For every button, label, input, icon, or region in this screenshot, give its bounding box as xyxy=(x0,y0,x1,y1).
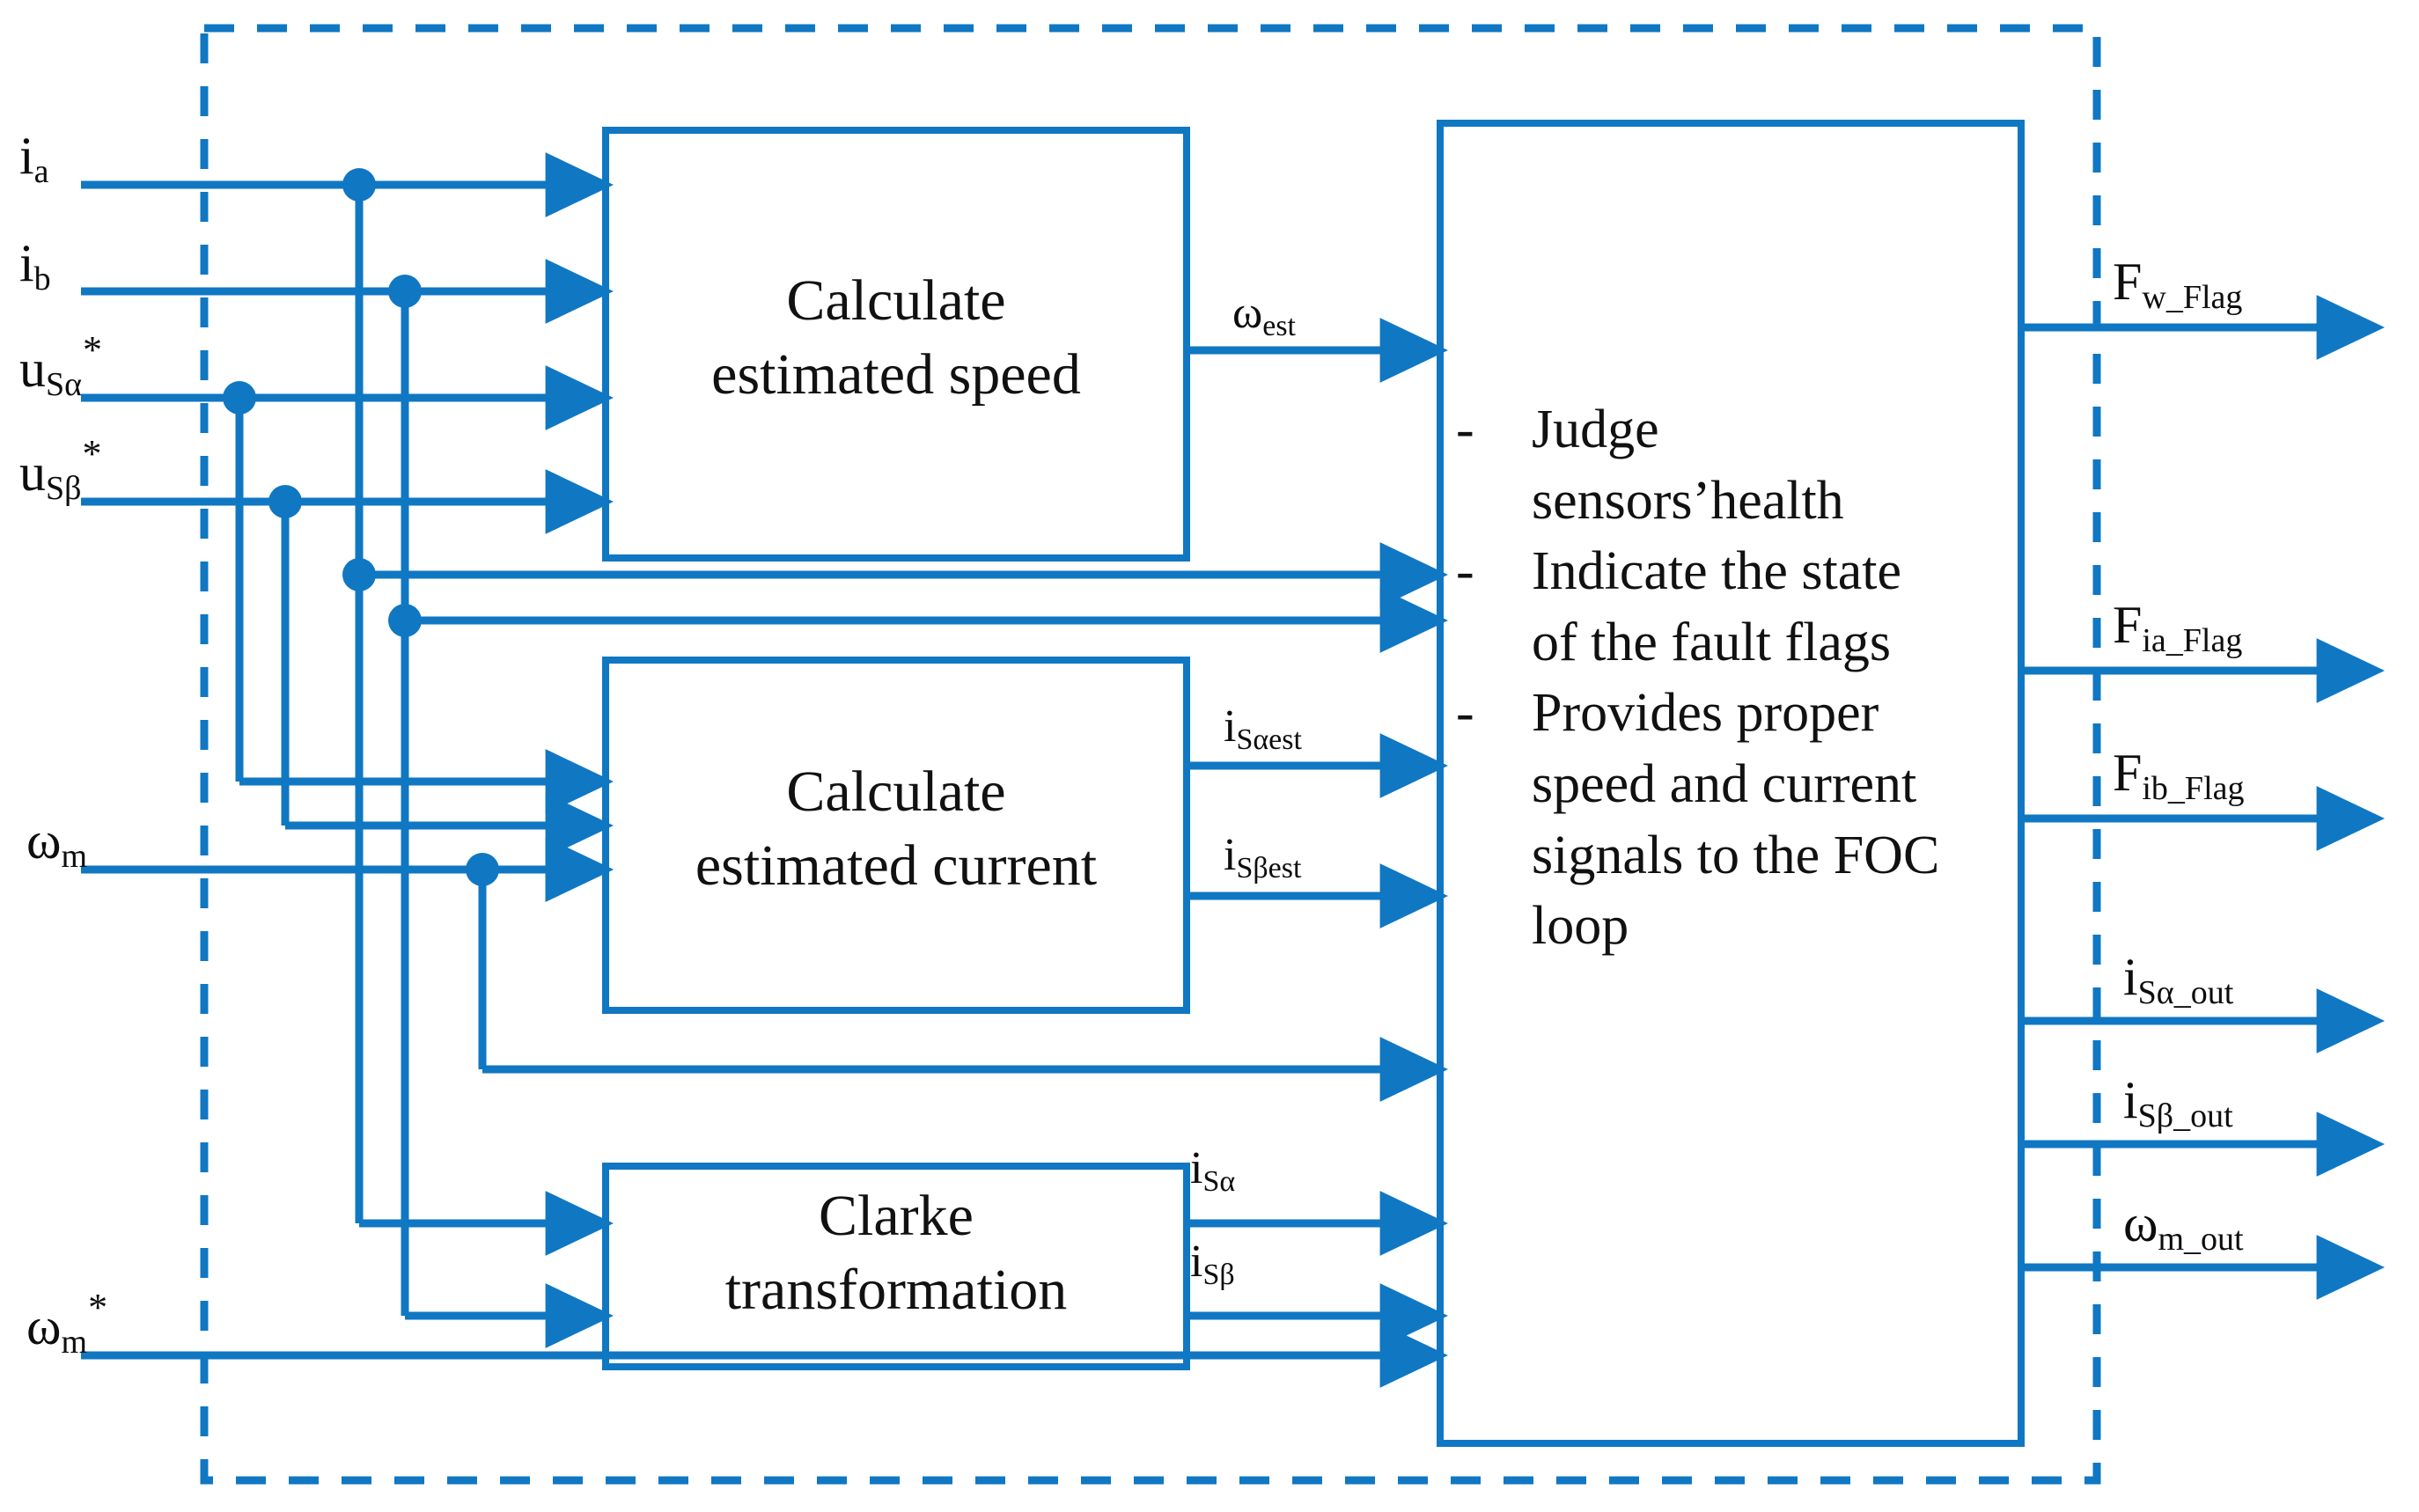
junction-dot xyxy=(466,853,499,886)
signal-label-omega-est: ωest xyxy=(1232,288,1297,342)
bullet-item: - Indicate the state of the fault flags xyxy=(1456,536,2002,678)
signal-label-isalpha-est: iSαest xyxy=(1224,701,1302,756)
input-label-usbeta-ref: uSβ* xyxy=(19,432,102,507)
junction-dot xyxy=(342,558,376,591)
output-label-isbeta-out: iSβ_out xyxy=(2123,1071,2233,1134)
bullet-marker: - xyxy=(1456,541,1474,602)
block-label-calculate-estimated-current: Calculate estimated current xyxy=(595,755,1197,904)
block-label-calculate-estimated-speed: Calculate estimated speed xyxy=(606,264,1187,413)
junction-dot xyxy=(388,604,422,637)
output-label-fib-flag: Fib_Flag xyxy=(2113,744,2245,807)
junction-dot xyxy=(388,275,422,308)
bullet-marker: - xyxy=(1456,683,1474,744)
junction-dot xyxy=(268,485,302,518)
bullet-item: - Provides proper speed and current sign… xyxy=(1456,678,2002,961)
input-label-ib: ib xyxy=(19,234,51,297)
block-label-line2: estimated speed xyxy=(711,342,1081,407)
block-label-line1: Calculate xyxy=(786,760,1006,824)
input-label-usalpha-ref: uSα* xyxy=(19,328,103,403)
bullet-marker: - xyxy=(1456,400,1474,459)
block-label-line2: estimated current xyxy=(695,833,1098,899)
signal-label-isbeta: iSβ xyxy=(1190,1237,1235,1291)
junction-dot xyxy=(223,381,256,415)
bullet-text: Provides proper speed and current signal… xyxy=(1532,683,1940,957)
block-clarke-transformation xyxy=(602,1163,1190,1370)
junction-dot xyxy=(342,168,376,202)
module-boundary xyxy=(200,24,2101,1485)
junction-dots xyxy=(223,168,499,886)
judge-block-bullet-list: - Judge sensors’health - Indicate the st… xyxy=(1456,394,2002,962)
output-label-isalpha-out: iSα_out xyxy=(2123,948,2234,1011)
bullet-item: - Judge sensors’health xyxy=(1456,394,2002,536)
signal-label-isalpha: iSα xyxy=(1190,1143,1236,1198)
block-label-clarke-transformation: Clarke transformation xyxy=(606,1179,1187,1328)
block-label-line1: Calculate xyxy=(786,268,1006,333)
block-calculate-estimated-speed xyxy=(602,127,1190,561)
input-label-ia: ia xyxy=(19,127,49,190)
bullet-text: Indicate the state of the fault flags xyxy=(1532,541,1902,672)
block-label-line1: Clarke xyxy=(819,1184,974,1248)
signal-label-isbeta-est: iSβest xyxy=(1224,830,1302,884)
output-label-fw-flag: Fw_Flag xyxy=(2113,253,2243,316)
input-label-omega-m-ref: ωm* xyxy=(26,1286,108,1361)
output-label-fia-flag: Fia_Flag xyxy=(2113,596,2243,659)
block-label-line2: transformation xyxy=(724,1258,1068,1323)
output-label-omega-m-out: ωm_out xyxy=(2123,1194,2244,1258)
bullet-text: Judge sensors’health xyxy=(1532,400,1844,531)
input-label-omega-m: ωm xyxy=(26,811,88,875)
